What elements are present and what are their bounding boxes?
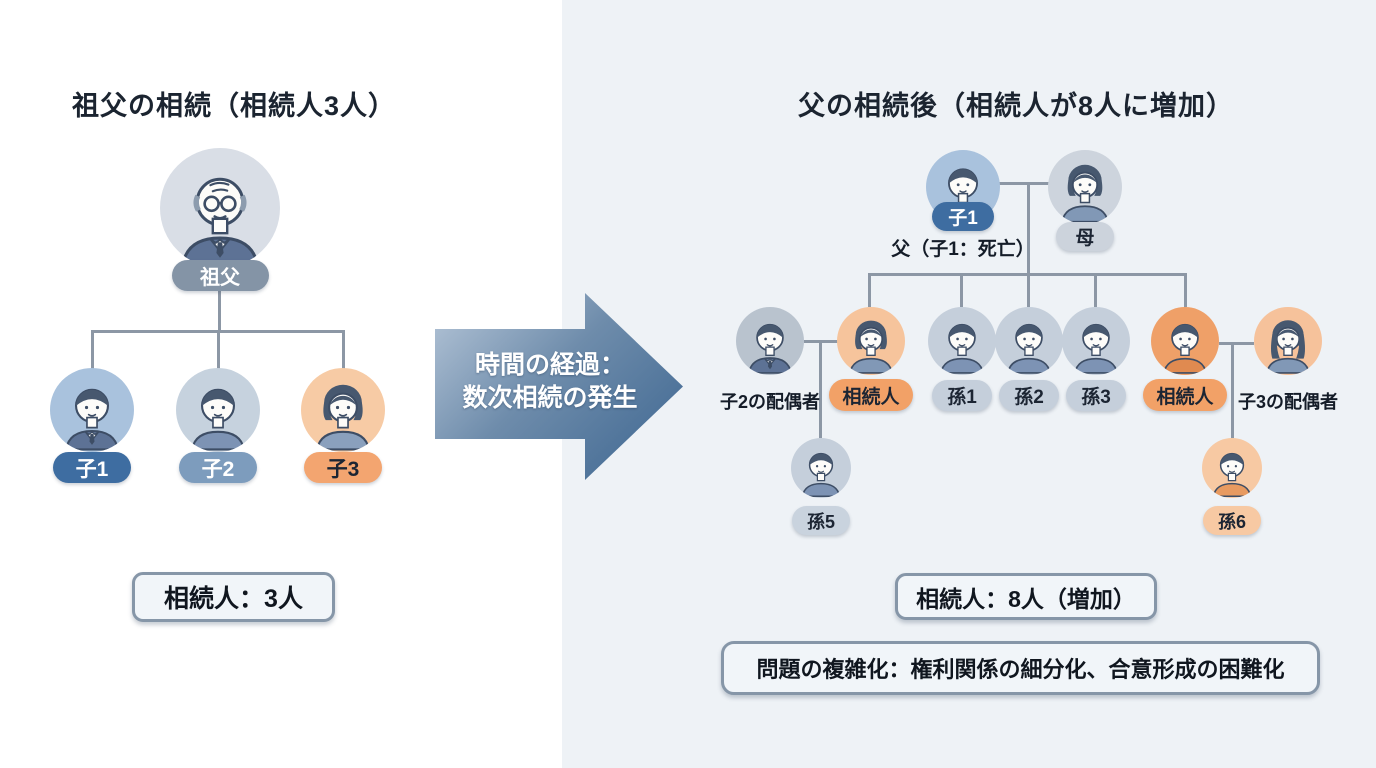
father-caption: 父（子1：死亡）: [891, 239, 1035, 260]
right-panel-title: 父の相続後（相続人が8人に増加）: [798, 91, 1235, 121]
child2-label-pill: 子2: [179, 452, 257, 483]
grandchild2-label-pill: 孫2: [999, 380, 1059, 411]
heir-left-label-pill: 相続人: [829, 379, 913, 411]
mother-node: 母: [1025, 150, 1145, 251]
man-avatar-icon: [1151, 307, 1219, 375]
grandchild2-node: 孫2: [995, 307, 1063, 411]
man-avatar-icon: [995, 307, 1063, 375]
connector-heir-right-drop: [1184, 273, 1187, 307]
spouse3-label: 子3の配偶者: [1237, 392, 1338, 412]
man-avatar-icon: [1062, 307, 1130, 375]
grandchild1-node: 孫1: [928, 307, 996, 411]
child3-label-pill: 子3: [304, 452, 382, 483]
child2-node: 子2: [168, 368, 268, 483]
father-label-pill: 子1: [932, 202, 994, 231]
connector-father-mother: [998, 182, 1050, 185]
mother-label-pill: 母: [1056, 222, 1114, 251]
grandfather-node: 祖父: [150, 148, 290, 291]
left-panel-title: 祖父の相続（相続人3人）: [72, 91, 397, 121]
grandson6-label-pill: 孫6: [1203, 506, 1261, 535]
father-node: 子1 父（子1：死亡）: [891, 150, 1035, 261]
man-suit-avatar-icon: [736, 307, 804, 375]
connector-child3-drop: [342, 330, 345, 370]
man-avatar-icon: [928, 307, 996, 375]
old-man-avatar-icon: [160, 148, 280, 268]
connector-heir-left-drop: [868, 273, 871, 307]
child1-label-pill: 子1: [53, 452, 131, 483]
man-avatar-icon: [1202, 438, 1262, 498]
connector-grandson5-drop: [819, 340, 822, 438]
grandson6-node: 孫6: [1202, 438, 1262, 535]
grandchild3-node: 孫3: [1062, 307, 1130, 411]
transition-arrow-label: 時間の経過： 数次相続の発生: [455, 349, 645, 415]
child1-node: 子1: [42, 368, 142, 483]
connector-grandchild3-drop: [1094, 273, 1097, 307]
connector-grandchild1-drop: [960, 273, 963, 307]
man-avatar-icon: [176, 368, 260, 452]
child3-node: 子3: [293, 368, 393, 483]
grandfather-label-pill: 祖父: [171, 260, 269, 291]
connector-parents-drop: [1027, 182, 1030, 273]
spouse2-node: 子2の配偶者: [710, 307, 830, 414]
left-heirs-count-box: 相続人：3人: [132, 572, 335, 622]
right-heirs-count-box: 相続人：8人（増加）: [895, 573, 1157, 620]
connector-grandfather-bus: [218, 290, 221, 330]
connector-child1-drop: [91, 330, 94, 370]
arrow-label-line1: 時間の経過：: [474, 351, 625, 379]
heir-left-node: 相続人: [826, 307, 916, 411]
grandchild1-label-pill: 孫1: [932, 380, 992, 411]
spouse3-node: 子3の配偶者: [1227, 307, 1349, 414]
man-avatar-icon: [791, 438, 851, 498]
woman-long-avatar-icon: [1254, 307, 1322, 375]
grandson5-node: 孫5: [791, 438, 851, 535]
man-suit-avatar-icon: [50, 368, 134, 452]
spouse2-label: 子2の配偶者: [719, 392, 820, 412]
grandchild3-label-pill: 孫3: [1066, 380, 1126, 411]
arrow-label-line2: 数次相続の発生: [462, 384, 638, 412]
woman-avatar-icon: [1048, 150, 1122, 224]
problem-summary-box: 問題の複雑化：権利関係の細分化、合意形成の困難化: [721, 641, 1320, 695]
woman-avatar-icon: [301, 368, 385, 452]
heir-right-label-pill: 相続人: [1143, 379, 1227, 411]
woman-avatar-icon: [837, 307, 905, 375]
connector-grandchild2-drop: [1027, 273, 1030, 307]
connector-grandson6-drop: [1231, 342, 1234, 438]
connector-spouse3-couple: [1219, 342, 1254, 345]
grandson5-label-pill: 孫5: [792, 506, 850, 535]
heir-right-node: 相続人: [1140, 307, 1230, 411]
connector-child2-drop: [217, 330, 220, 370]
